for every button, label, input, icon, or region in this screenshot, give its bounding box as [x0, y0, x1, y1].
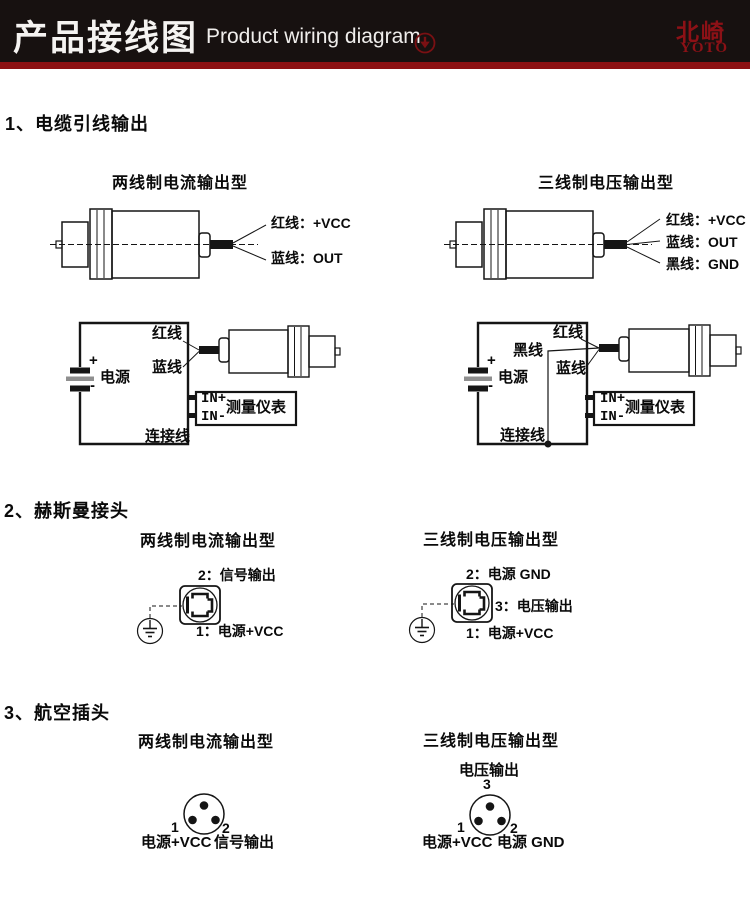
power-supply-label-2: 电源	[498, 369, 529, 386]
battery-minus-label: -	[90, 377, 95, 394]
section1-heading: 1、电缆引线输出	[5, 114, 150, 134]
wire-label-red-3wire: 红线：+VCC	[666, 212, 746, 228]
aviation-3wire-pin3-label: 电压输出	[459, 762, 520, 779]
wire-label-red-2wire: 红线：+VCC	[271, 215, 351, 231]
battery-minus-label-2: -	[488, 377, 493, 394]
circuit-black-wire-label: 黑线	[513, 342, 544, 359]
page-title-cn: 产品接线图	[13, 19, 199, 58]
circuit-connect-wire-label: 连接线	[145, 428, 191, 445]
page-title-en: Product wiring diagram	[206, 25, 421, 48]
header-accent-strip	[0, 62, 750, 69]
aviation-2wire-pin1-number: 1	[171, 819, 179, 835]
brand-logo-en: YOTO	[680, 40, 728, 56]
circuit-2wire-drawing	[66, 321, 341, 446]
aviation-3wire-pin2-number: 2	[510, 820, 518, 836]
aviation-2wire-pin2-label: 信号输出	[214, 834, 275, 851]
aviation-plug-3wire-drawing	[469, 794, 511, 836]
hirschmann-3wire-pin2-label: 2：电源 GND	[466, 566, 551, 582]
aviation-3wire-pin1-label: 电源+VCC	[422, 834, 493, 851]
battery-plus-label: +	[89, 352, 98, 369]
aviation-3wire-pin2-label: 电源 GND	[497, 834, 565, 851]
section2-heading: 2、赫斯曼接头	[4, 501, 130, 521]
wire-label-black-3wire: 黑线：GND	[666, 256, 740, 272]
meter-in-minus-label: IN-	[201, 409, 227, 425]
hirschmann-2wire-drawing	[136, 585, 221, 645]
wire-label-blue-3wire: 蓝线：OUT	[666, 234, 738, 250]
cable-transducer-2wire-drawing	[50, 208, 267, 280]
section3-right-subtitle: 三线制电压输出型	[423, 733, 560, 750]
power-supply-label: 电源	[100, 369, 131, 386]
hirschmann-2wire-pin1-label: 1：电源+VCC	[196, 623, 284, 639]
circuit-3wire-drawing	[464, 321, 742, 448]
section2-left-subtitle: 两线制电流输出型	[140, 533, 277, 550]
cable-transducer-3wire-drawing	[444, 208, 661, 280]
aviation-3wire-pin3-number: 3	[483, 776, 491, 792]
circuit-connect-wire-label-2: 连接线	[500, 427, 546, 444]
hirschmann-3wire-drawing	[408, 583, 493, 644]
meter-in-plus-label-2: IN+	[600, 391, 626, 407]
meter-in-minus-label-2: IN-	[600, 409, 626, 425]
hirschmann-3wire-pin3-label: 3：电压输出	[495, 598, 573, 614]
circuit-blue-wire-label: 蓝线	[152, 359, 183, 376]
section3-left-subtitle: 两线制电流输出型	[138, 734, 275, 751]
meter-label-2: 测量仪表	[625, 399, 686, 416]
download-arrow-icon	[414, 32, 436, 54]
aviation-2wire-pin2-number: 2	[222, 820, 230, 836]
hirschmann-3wire-pin1-label: 1：电源+VCC	[466, 625, 554, 641]
circuit-red-wire-label-2: 红线	[553, 324, 584, 341]
battery-plus-label-2: +	[487, 352, 496, 369]
hirschmann-2wire-pin2-label: 2：信号输出	[198, 567, 276, 583]
meter-label: 测量仪表	[226, 399, 287, 416]
aviation-2wire-pin1-label: 电源+VCC	[141, 834, 212, 851]
meter-in-plus-label: IN+	[201, 391, 227, 407]
section3-heading: 3、航空插头	[4, 703, 111, 723]
section2-right-subtitle: 三线制电压输出型	[423, 532, 560, 549]
header-bar: 产品接线图 Product wiring diagram 北崎 YOTO	[0, 0, 750, 62]
section1-right-subtitle: 三线制电压输出型	[538, 175, 675, 192]
aviation-plug-2wire-drawing	[183, 793, 225, 835]
wire-label-blue-2wire: 蓝线：OUT	[271, 250, 343, 266]
section1-left-subtitle: 两线制电流输出型	[112, 175, 249, 192]
aviation-3wire-pin1-number: 1	[457, 819, 465, 835]
brand-logo-cn: 北崎	[676, 19, 726, 45]
circuit-blue-wire-label-2: 蓝线	[556, 360, 587, 377]
circuit-red-wire-label: 红线	[152, 325, 183, 342]
